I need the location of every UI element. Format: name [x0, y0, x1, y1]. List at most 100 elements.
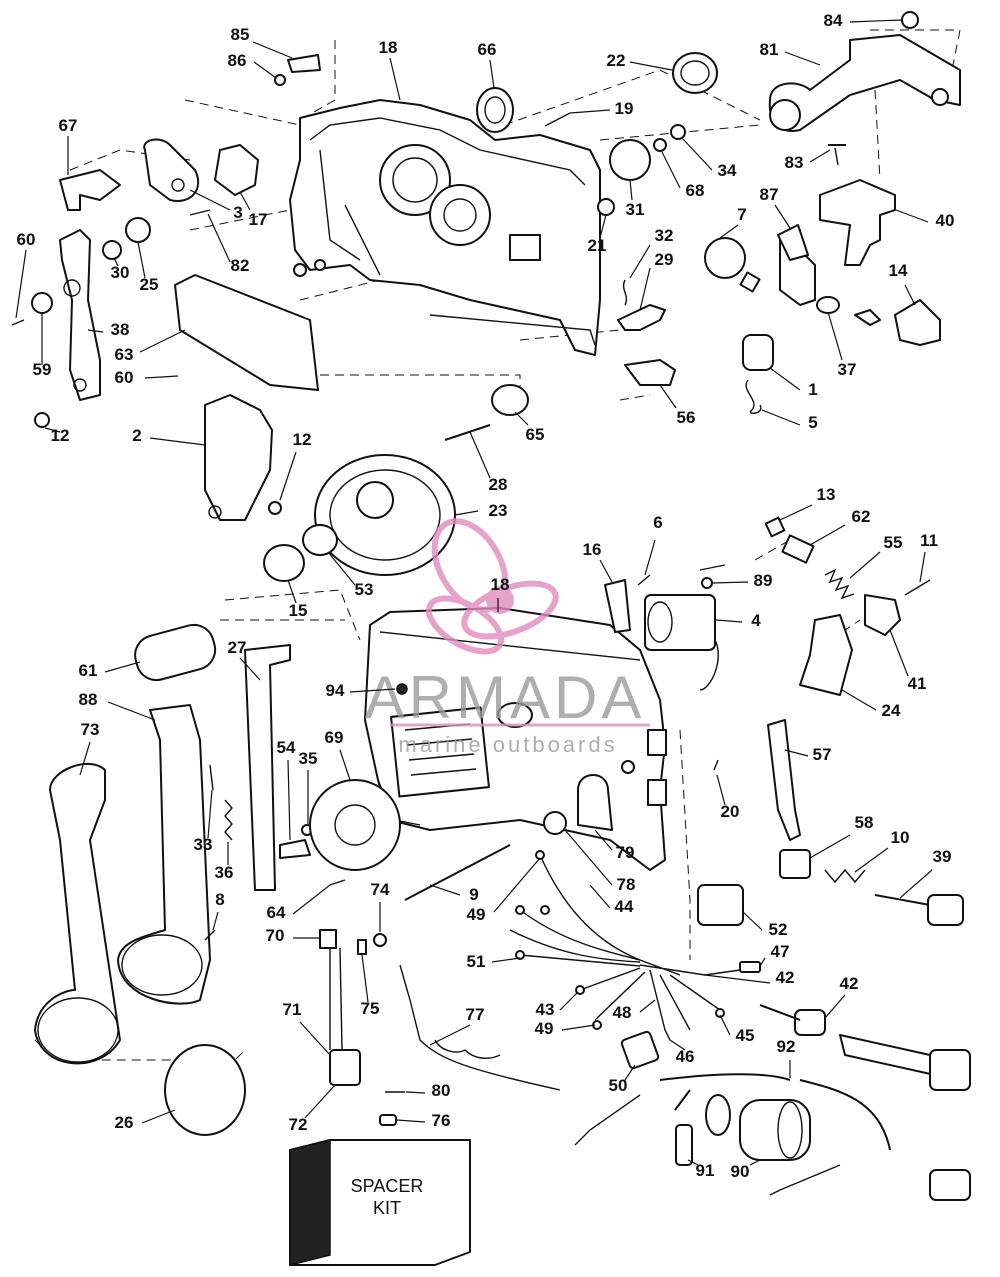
handle-73	[34, 762, 121, 1065]
leader-line-3	[189, 189, 231, 211]
callout-88: 88	[79, 690, 98, 709]
leader-line-2	[149, 437, 206, 446]
washer-34	[670, 124, 686, 140]
spring-55	[824, 568, 855, 600]
clip-91	[675, 1094, 731, 1166]
callout-24: 24	[882, 701, 901, 720]
leader-line-7	[719, 224, 739, 239]
watermark-brand: ARMADA	[365, 664, 646, 731]
leader-line-1	[769, 367, 801, 391]
neutral-switch-70	[319, 929, 343, 1051]
cap-1	[742, 334, 774, 371]
slide-27	[244, 644, 291, 891]
leader-line-79	[594, 829, 613, 851]
bracket-85	[287, 54, 321, 73]
leader-line-40	[895, 209, 929, 223]
callout-3: 3	[233, 203, 242, 222]
callout-33: 33	[194, 835, 213, 854]
leader-line-76	[396, 1119, 426, 1123]
leader-line-62	[809, 524, 846, 546]
callout-41: 41	[908, 674, 927, 693]
callout-49b: 49	[535, 1019, 554, 1038]
callout-26: 26	[115, 1113, 134, 1132]
leader-line-60b	[144, 375, 179, 379]
leader-line-28	[469, 431, 491, 479]
spring-36	[224, 799, 233, 841]
callout-34: 34	[718, 161, 737, 180]
leader-line-43	[559, 991, 579, 1011]
callout-83: 83	[785, 153, 804, 172]
callout-55: 55	[884, 533, 903, 552]
leader-line-54	[287, 759, 291, 841]
callout-10: 10	[891, 828, 910, 847]
callout-28: 28	[489, 475, 508, 494]
screws-6	[637, 564, 726, 586]
clip-65	[491, 384, 529, 416]
lever-57	[767, 719, 801, 841]
screw-20	[713, 759, 719, 771]
callout-79: 79	[616, 843, 635, 862]
spacer-kit-box: SPACER KIT	[289, 1139, 471, 1266]
cable-92	[574, 1073, 971, 1201]
leader-line-48	[639, 999, 656, 1013]
callout-39: 39	[933, 847, 952, 866]
callout-65: 65	[526, 425, 545, 444]
callout-72: 72	[289, 1115, 308, 1134]
lever-38	[59, 229, 101, 401]
screw-33	[209, 764, 214, 791]
leader-line-39	[899, 869, 933, 899]
clip-75	[357, 939, 367, 955]
callout-43: 43	[536, 1000, 555, 1019]
leader-line-49a	[493, 857, 541, 913]
leader-line-47	[759, 957, 766, 967]
callout-77: 77	[466, 1005, 485, 1024]
leader-line-61	[104, 661, 141, 673]
callout-66: 66	[478, 40, 497, 59]
leader-line-26	[141, 1109, 176, 1124]
spring-32	[622, 279, 628, 306]
callout-74: 74	[371, 880, 390, 899]
leader-line-41	[889, 629, 909, 677]
gear-23	[314, 454, 456, 576]
leader-line-71	[299, 1021, 331, 1056]
leader-line-42a	[704, 974, 771, 984]
leader-line-14	[904, 284, 916, 306]
callout-1: 1	[808, 380, 817, 399]
callout-8: 8	[215, 890, 224, 909]
callout-92: 92	[777, 1037, 796, 1056]
leader-line-83	[809, 149, 831, 163]
plate-31	[609, 139, 651, 181]
bushing-15	[263, 544, 305, 582]
callout-40: 40	[936, 211, 955, 230]
leader-line-64	[292, 884, 331, 915]
leader-line-30	[113, 257, 119, 267]
disc-26	[164, 1044, 246, 1136]
callout-49a: 49	[467, 905, 486, 924]
screw-19	[544, 112, 571, 127]
callout-32: 32	[655, 226, 674, 245]
callout-54: 54	[277, 738, 296, 757]
callout-73: 73	[81, 720, 100, 739]
leader-line-86	[253, 61, 277, 79]
leader-line-87	[774, 204, 791, 229]
callout-94: 94	[326, 681, 345, 700]
leader-line-38	[87, 329, 104, 333]
callout-13: 13	[817, 485, 836, 504]
leader-line-49b	[561, 1024, 596, 1031]
callout-85: 85	[231, 25, 250, 44]
grip-61	[134, 623, 217, 682]
ring-17	[214, 144, 259, 196]
leader-line-84	[849, 19, 903, 23]
leader-line-60a	[15, 249, 27, 319]
callout-27: 27	[228, 638, 247, 657]
leader-line-72	[304, 1084, 336, 1119]
bushing-21	[597, 198, 615, 216]
plunger-39	[874, 894, 964, 926]
leader-line-18a	[389, 57, 401, 101]
leader-line-12a	[44, 427, 61, 433]
callout-21: 21	[588, 236, 607, 255]
callout-29: 29	[655, 250, 674, 269]
leader-line-34	[681, 137, 713, 171]
clip-56	[624, 359, 676, 386]
